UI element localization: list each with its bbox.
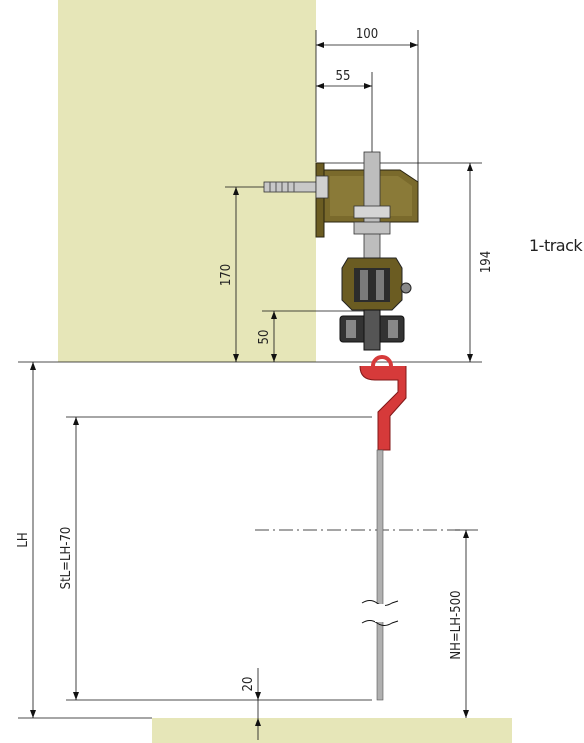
- dimension-20: 20: [241, 677, 256, 692]
- dimension-194: 194: [479, 251, 494, 273]
- dimension-100: 100: [356, 27, 378, 42]
- dimension-55: 55: [336, 69, 351, 84]
- carriage: [339, 257, 412, 351]
- dimension-170: 170: [219, 264, 234, 286]
- suspension-rod: [361, 449, 399, 701]
- dimension-lh: LH: [16, 532, 31, 547]
- dimension-nh: NH=LH-500: [449, 590, 464, 659]
- dimension-stl: StL=LH-70: [59, 527, 74, 590]
- wall-anchor: [263, 175, 329, 199]
- arrowheads: [30, 42, 473, 726]
- track-type-label: 1-track: [529, 236, 583, 255]
- dimension-50: 50: [257, 330, 272, 345]
- threaded-rod: [353, 151, 391, 263]
- hanging-hook: [359, 355, 407, 451]
- ceiling-block: [58, 0, 316, 362]
- dimension-lines: [18, 30, 482, 740]
- floor: [152, 718, 512, 743]
